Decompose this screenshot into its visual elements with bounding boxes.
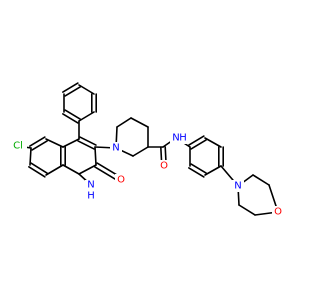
bond-line <box>238 204 256 216</box>
bond-line <box>62 138 80 148</box>
bond-line <box>78 84 95 95</box>
atom-label-bg <box>10 138 27 152</box>
bond-line <box>77 140 95 150</box>
chlorine-atom-label: Cl <box>13 141 23 152</box>
bond-line <box>28 166 46 178</box>
quinolone-nitrogen-label: N <box>87 180 94 191</box>
bond-line <box>78 164 97 175</box>
atom-label-layer: Cl O N H N O N H N O <box>10 132 284 218</box>
bond-line <box>190 163 207 174</box>
bond-line <box>94 146 97 166</box>
bond-line <box>64 86 81 97</box>
atom-label-bg <box>110 142 122 154</box>
bond-line <box>45 164 64 176</box>
atom-label-bg <box>272 206 284 218</box>
bond-line <box>62 82 79 93</box>
atom-label-bg <box>232 180 244 192</box>
bond-line <box>116 117 132 128</box>
morpholine-nitrogen-label: N <box>234 181 241 192</box>
bond-line <box>64 109 81 120</box>
bond-line <box>78 111 95 122</box>
bond-line <box>30 162 48 174</box>
atom-label-bg <box>170 132 188 144</box>
bond-line <box>29 136 46 147</box>
amide-nitrogen-label: N <box>172 133 179 144</box>
bond-layer <box>17 82 279 216</box>
quinolone-nh-hydrogen-label: H <box>87 191 95 202</box>
amide-hydrogen-label: H <box>179 133 187 144</box>
bond-line <box>45 138 64 148</box>
bond-line <box>62 164 80 175</box>
morpholine-oxygen-label: O <box>274 207 282 218</box>
bond-line <box>31 140 48 151</box>
bond-line <box>188 135 205 146</box>
bond-line <box>204 165 222 176</box>
piperidine-nitrogen-label: N <box>112 143 119 154</box>
bond-line <box>79 136 97 146</box>
bond-line <box>252 174 270 186</box>
atom-label-bg <box>85 180 97 202</box>
atom-label-bg <box>115 174 127 186</box>
bond-line <box>29 147 32 166</box>
atom-label-bg <box>158 160 170 172</box>
bond-line <box>204 137 222 148</box>
bond-line <box>132 146 149 157</box>
bond-line <box>62 113 79 124</box>
bond-line <box>130 117 149 128</box>
amide-oxygen-label: O <box>160 161 168 172</box>
quinolone-oxygen-label: O <box>117 175 125 186</box>
bond-line <box>190 139 207 150</box>
molecule-structure: Cl O N H N O N H N O <box>10 82 284 218</box>
bond-line <box>188 167 205 178</box>
